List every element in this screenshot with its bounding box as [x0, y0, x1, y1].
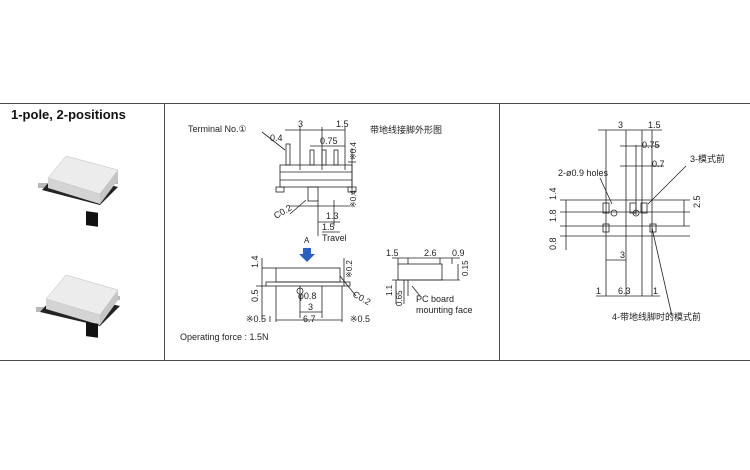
- right-dim-6.3: 6.3: [618, 286, 631, 296]
- table-top-border: [0, 103, 750, 104]
- marker-a: A: [304, 236, 310, 245]
- right-dim-2.5: 2.5: [692, 195, 702, 208]
- dim-c0.2-front: C0.2: [351, 289, 372, 307]
- right-dim-1-right: 1: [653, 286, 658, 296]
- table-bottom-border: [0, 360, 750, 361]
- dim-1.4: 1.4: [250, 255, 260, 268]
- right-dim-1-left: 1: [596, 286, 601, 296]
- dim-1.5-lower: 1.5: [322, 222, 335, 232]
- right-dim-1.5: 1.5: [648, 120, 661, 130]
- dim-0.5-left: ※0.5: [246, 314, 266, 324]
- dim-1.3: 1.3: [326, 211, 339, 221]
- dim-top-0.4: 0.4: [270, 133, 283, 143]
- arrow-down-icon: [299, 248, 315, 262]
- right-dim-0.8: 0.8: [548, 237, 558, 250]
- dim-top-3: 3: [298, 119, 303, 129]
- dim-side-1.5: 1.5: [386, 248, 399, 258]
- page-title: 1-pole, 2-positions: [11, 107, 126, 122]
- center-front-view: [256, 258, 357, 322]
- dim-0.5-right: ※0.5: [350, 314, 370, 324]
- right-dim-0.7: 0.7: [652, 159, 665, 169]
- center-top-view: [261, 127, 357, 236]
- dim-3-front: 3: [308, 302, 313, 312]
- right-dim-0.75: 0.75: [642, 140, 660, 150]
- right-footprint: [560, 129, 690, 317]
- dim-top-0.4-b: ※0.4: [349, 190, 358, 208]
- column-divider-1: [164, 103, 165, 361]
- right-dim-3-bottom: 3: [620, 250, 625, 260]
- dim-phi0.8: φ0.8: [298, 291, 316, 301]
- mounting-face-label: mounting face: [416, 305, 473, 315]
- dim-side-2.6: 2.6: [424, 248, 437, 258]
- dim-top-1.5: 1.5: [336, 119, 349, 129]
- operating-force-note: Operating force : 1.5N: [180, 332, 269, 342]
- note-4: 4-带地线脚时的模式前: [612, 311, 701, 322]
- chinese-title: 带地线接脚外形图: [370, 124, 442, 135]
- dim-side-0.65: 0.65: [395, 290, 404, 306]
- dim-side-0.15: 0.15: [461, 260, 470, 276]
- right-dim-1.8: 1.8: [548, 209, 558, 222]
- switch-photo-bottom: [36, 274, 120, 338]
- pc-board-label: PC board: [416, 294, 454, 304]
- switch-photo-top: [38, 155, 119, 227]
- dim-6.7: 6.7: [303, 314, 316, 324]
- dim-top-0.4-a: ※0.4: [349, 142, 358, 160]
- column-divider-2: [499, 103, 500, 361]
- dim-c0.2: C0.2: [272, 203, 293, 221]
- dim-side-0.9: 0.9: [452, 248, 465, 258]
- dim-0.5: 0.5: [250, 289, 260, 302]
- dim-top-0.75: 0.75: [320, 136, 338, 146]
- right-dim-1.4: 1.4: [548, 187, 558, 200]
- dim-0.2-star: ※0.2: [345, 260, 354, 278]
- right-dim-3: 3: [618, 120, 623, 130]
- travel-label: Travel: [322, 233, 347, 243]
- terminal-label: Terminal No.①: [188, 124, 247, 134]
- center-side-view: [392, 257, 460, 304]
- dim-side-1.1: 1.1: [385, 284, 394, 296]
- note-3: 3-模式前: [690, 153, 725, 164]
- holes-label: 2-ø0.9 holes: [558, 168, 609, 178]
